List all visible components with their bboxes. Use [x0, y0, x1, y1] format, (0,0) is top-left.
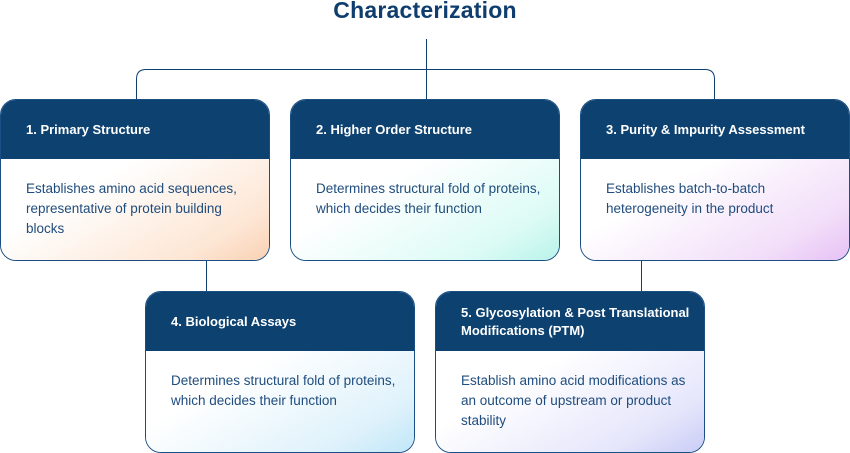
card-biological-assays: 4. Biological Assays Determines structur…	[145, 291, 415, 453]
card-description: Establishes amino acid sequences, repres…	[1, 159, 269, 260]
card-description: Determines structural fold of proteins, …	[146, 351, 414, 452]
card-heading: 3. Purity & Impurity Assessment	[581, 100, 849, 159]
card-primary-structure: 1. Primary Structure Establishes amino a…	[0, 99, 270, 261]
card-purity-impurity-assessment: 3. Purity & Impurity Assessment Establis…	[580, 99, 850, 261]
card-higher-order-structure: 2. Higher Order Structure Determines str…	[290, 99, 560, 261]
card-glycosylation-ptm: 5. Glycosylation & Post Translational Mo…	[435, 291, 705, 453]
diagram-title: Characterization	[333, 0, 517, 23]
card-description: Determines structural fold of proteins, …	[291, 159, 559, 260]
connector-branch-right	[426, 69, 715, 99]
card-description: Establish amino acid modifications as an…	[436, 351, 704, 452]
card-description: Establishes batch-to-batch heterogeneity…	[581, 159, 849, 260]
connector-branch-left	[136, 69, 427, 99]
card-heading: 2. Higher Order Structure	[291, 100, 559, 159]
card-heading: 1. Primary Structure	[1, 100, 269, 159]
card-heading: 5. Glycosylation & Post Translational Mo…	[436, 292, 704, 351]
card-heading: 4. Biological Assays	[146, 292, 414, 351]
